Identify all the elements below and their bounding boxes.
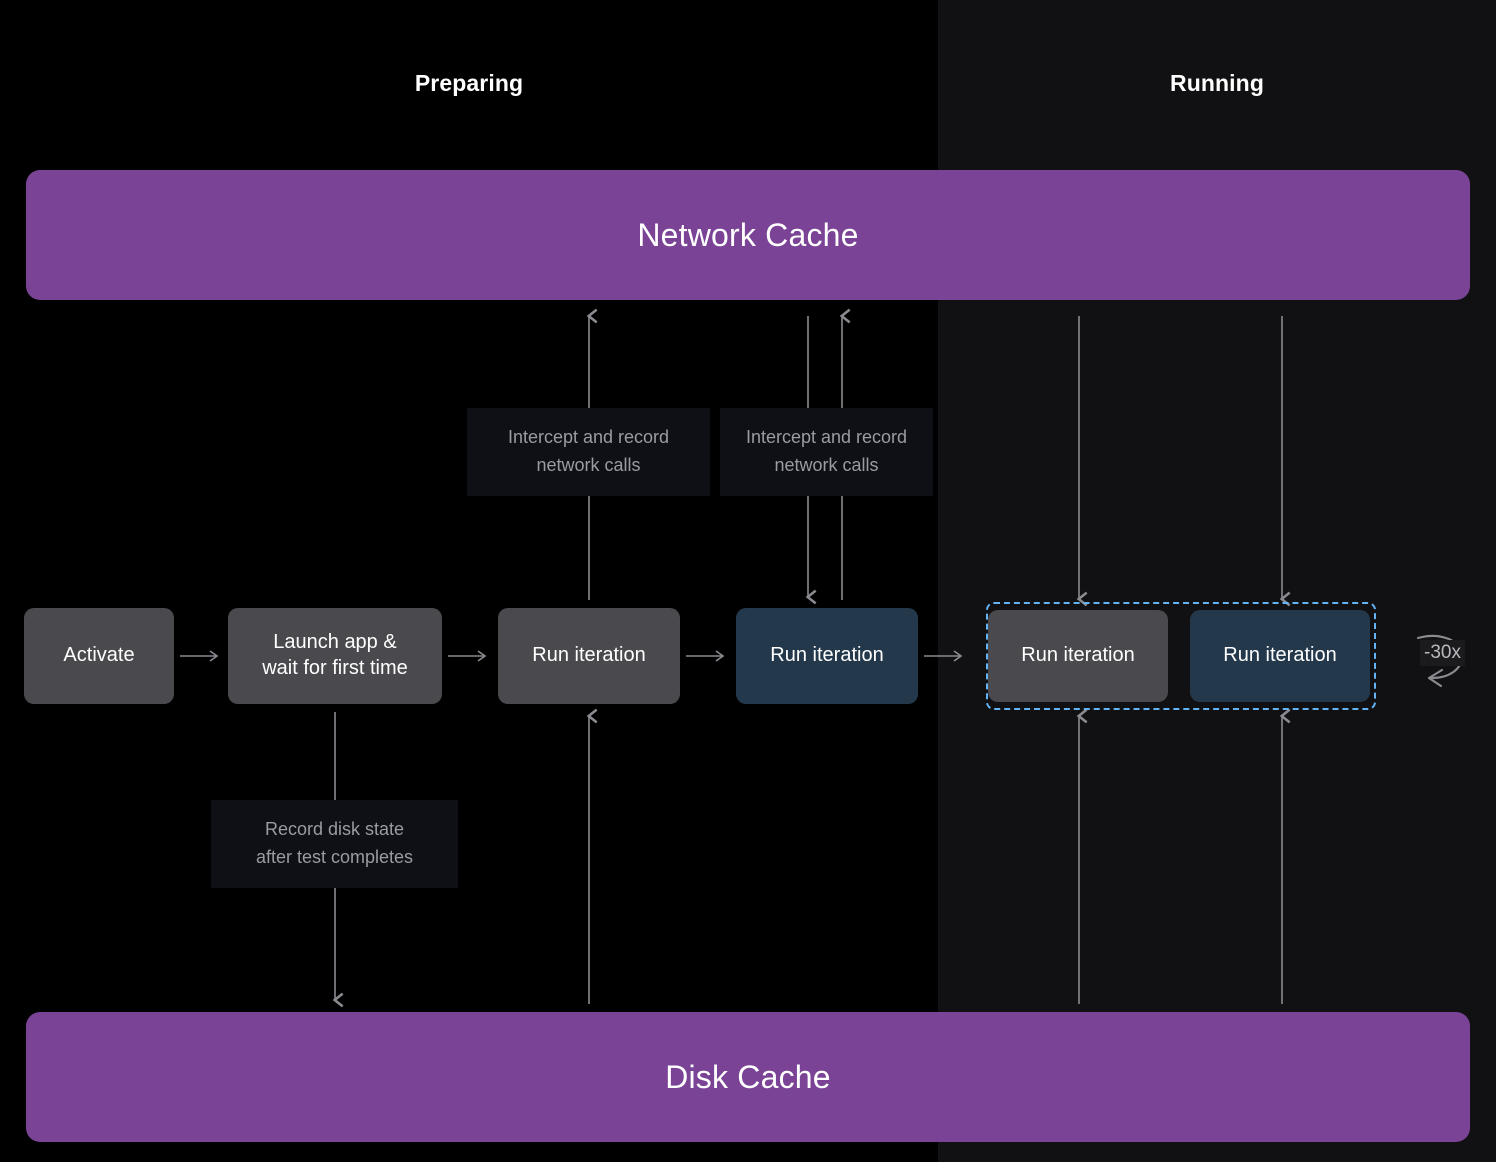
arrow-activate-to-launch: [180, 650, 219, 662]
network-cache-bar: Network Cache: [26, 170, 1470, 300]
step-box-run-iteration-2[interactable]: Run iteration: [736, 608, 918, 704]
phase-title-running: Running: [1170, 70, 1264, 96]
arrow-run1-to-run2: [686, 650, 725, 662]
repeat-count-label: -30x: [1420, 640, 1465, 666]
step-box-activate[interactable]: Activate: [24, 608, 174, 704]
arrow-run2-to-run3: [924, 650, 963, 662]
disk-cache-bar: Disk Cache: [26, 1012, 1470, 1142]
arrow-launch-to-run1: [448, 650, 487, 662]
step-box-run-iteration-1[interactable]: Run iteration: [498, 608, 680, 704]
phase-title-preparing: Preparing: [414, 70, 524, 96]
step-box-run-iteration-4[interactable]: Run iteration: [1190, 610, 1370, 702]
step-box-run-iteration-3[interactable]: Run iteration: [988, 610, 1168, 702]
step-box-launch-app[interactable]: Launch app &wait for first time: [228, 608, 442, 704]
